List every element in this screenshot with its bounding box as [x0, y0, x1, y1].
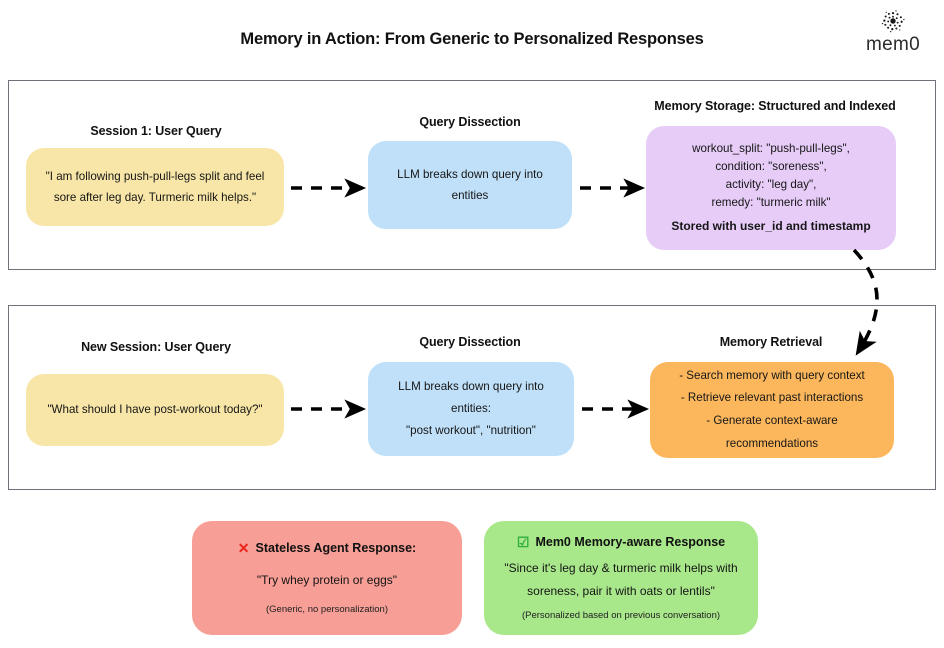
check-mark-icon: ☑: [516, 533, 530, 550]
heading-new-session-user-query: New Session: User Query: [81, 340, 231, 354]
memory-title-row: ☑ Mem0 Memory-aware Response: [517, 535, 725, 549]
heading-memory-storage: Memory Storage: Structured and Indexed: [654, 99, 896, 113]
stateless-note: (Generic, no personalization): [266, 603, 388, 615]
heading-row2-query-dissection: Query Dissection: [419, 335, 521, 349]
heading-row1-query-dissection: Query Dissection: [419, 115, 521, 129]
node-session1-user-query: "I am following push-pull-legs split and…: [26, 148, 284, 226]
stateless-body: "Try whey protein or eggs": [256, 573, 398, 588]
mem0-logo: mem0: [856, 6, 930, 54]
card-stateless-agent-response: ✕ Stateless Agent Response: "Try whey pr…: [192, 521, 462, 635]
node-row1-query-dissection: LLM breaks down query into entities: [368, 141, 572, 229]
stateless-title-row: ✕ Stateless Agent Response:: [238, 541, 416, 555]
page-title: Memory in Action: From Generic to Person…: [240, 30, 704, 48]
card-memory-aware-response: ☑ Mem0 Memory-aware Response "Since it's…: [484, 521, 758, 635]
logo-wordmark: mem0: [866, 34, 920, 55]
heading-memory-retrieval: Memory Retrieval: [719, 335, 823, 349]
stateless-title: Stateless Agent Response:: [255, 541, 417, 556]
node-row2-query-dissection: LLM breaks down query into entities: "po…: [368, 362, 574, 456]
mem0-dot-cluster-logo-icon: [881, 10, 905, 33]
heading-session1-user-query: Session 1: User Query: [90, 124, 222, 138]
memory-title: Mem0 Memory-aware Response: [535, 534, 726, 549]
memory-note: (Personalized based on previous conversa…: [521, 610, 721, 622]
node-memory-retrieval: - Search memory with query context - Ret…: [650, 362, 894, 458]
memory-body: "Since it's leg day & turmeric milk help…: [504, 560, 738, 598]
node-memory-storage: workout_split: "push-pull-legs", conditi…: [646, 126, 896, 250]
x-mark-icon: ✕: [237, 540, 250, 557]
node-new-session-user-query: "What should I have post-workout today?": [26, 374, 284, 446]
